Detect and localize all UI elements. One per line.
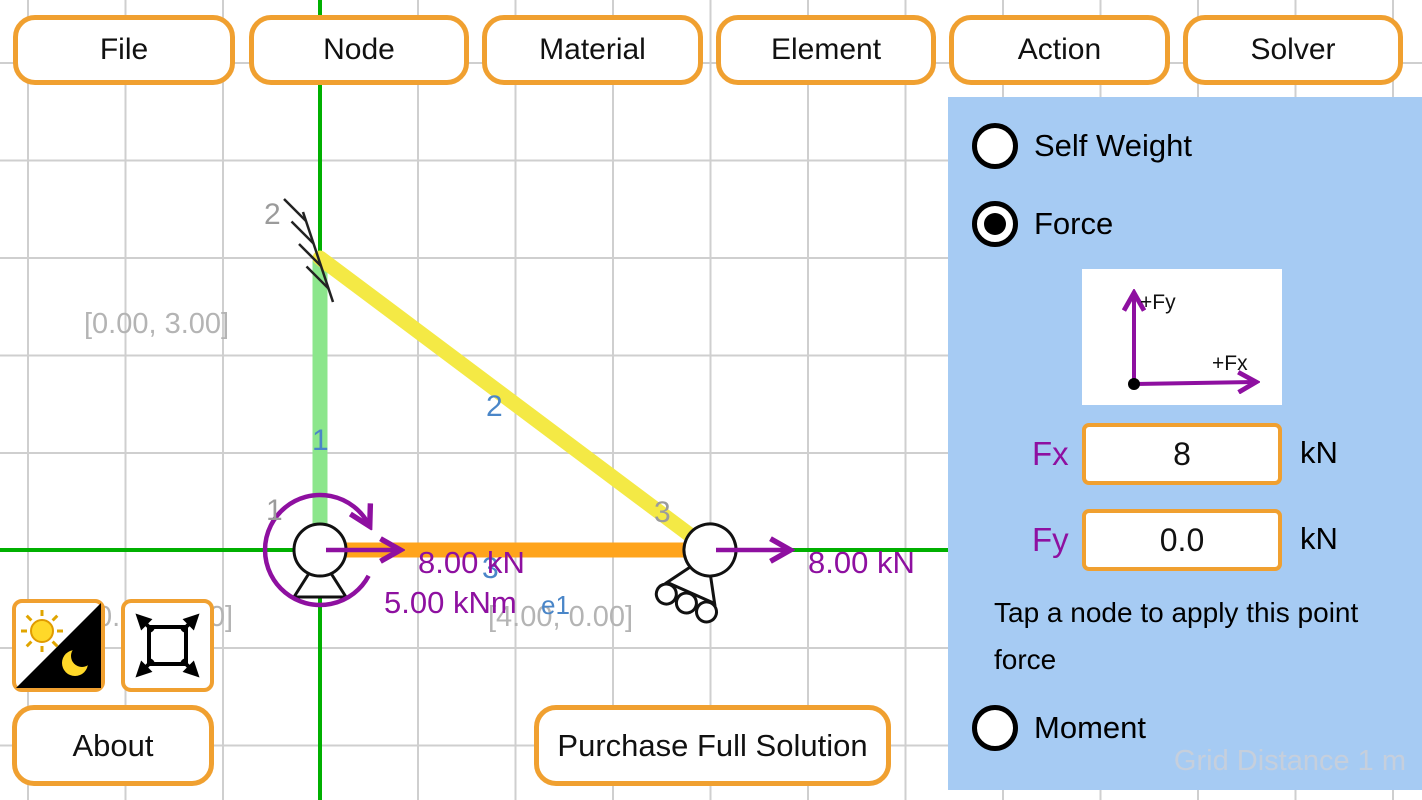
fullscreen-icon — [135, 613, 200, 678]
fy-unit-label: kN — [1300, 521, 1338, 556]
menu-button-node[interactable]: Node — [249, 15, 469, 85]
node-2-label: 2 — [264, 198, 281, 231]
fx-input[interactable] — [1082, 423, 1282, 485]
fy-input[interactable] — [1082, 509, 1282, 571]
radio-moment-label: Moment — [1034, 710, 1146, 745]
fx-axis-arrow — [1133, 382, 1254, 384]
fy-field-label: Fy — [1032, 521, 1069, 558]
fy-axis-label: +Fy — [1140, 291, 1176, 314]
element-2-label: 2 — [486, 390, 503, 423]
node-3-coord: [4.00, 0.00] — [488, 601, 634, 633]
force-axes-diagram: +Fy +Fx — [1082, 269, 1282, 405]
element-3-label: 3 — [482, 552, 499, 585]
radio-force-label: Force — [1034, 206, 1114, 241]
axes-diagram-svg: +Fy +Fx — [1082, 269, 1282, 405]
sun-icon — [30, 619, 54, 643]
radio-moment[interactable] — [972, 705, 1018, 751]
node-1-label: 1 — [266, 494, 283, 527]
theme-toggle-button[interactable] — [12, 599, 105, 692]
theme-toggle-icon — [16, 603, 101, 688]
radio-self-weight-label: Self Weight — [1034, 128, 1192, 163]
element-1-label: 1 — [312, 424, 329, 457]
apply-force-hint: Tap a node to apply this point force — [994, 597, 1359, 675]
about-button[interactable]: About — [12, 705, 214, 786]
menu-button-solver[interactable]: Solver — [1183, 15, 1403, 85]
menu-button-material[interactable]: Material — [482, 15, 703, 85]
radio-self-weight[interactable] — [972, 123, 1018, 169]
origin-dot — [1128, 378, 1140, 390]
force-label-node1: 8.00 kN — [418, 545, 525, 580]
node-2-coord: [0.00, 3.00] — [84, 308, 230, 340]
radio-force[interactable] — [972, 201, 1018, 247]
fx-unit-label: kN — [1300, 435, 1338, 470]
grid-distance-label: Grid Distance 1 m — [1173, 745, 1406, 777]
radio-dot — [984, 213, 1006, 235]
load-tag-label: e1 — [541, 590, 570, 620]
force-label-node3: 8.00 kN — [808, 545, 915, 580]
fullscreen-button[interactable] — [121, 599, 214, 692]
menu-button-element[interactable]: Element — [716, 15, 936, 85]
purchase-full-solution-button[interactable]: Purchase Full Solution — [534, 705, 891, 786]
node-3-label: 3 — [654, 496, 671, 529]
fx-axis-label: +Fx — [1212, 352, 1248, 375]
y-axis-line — [318, 0, 322, 800]
fx-field-label: Fx — [1032, 435, 1069, 472]
menu-button-action[interactable]: Action — [949, 15, 1170, 85]
menu-button-file[interactable]: File — [13, 15, 235, 85]
action-panel: Self Weight Force +Fy +Fx Fx kN Fy kN — [948, 97, 1422, 790]
moment-label: 5.00 kNm — [384, 585, 517, 620]
